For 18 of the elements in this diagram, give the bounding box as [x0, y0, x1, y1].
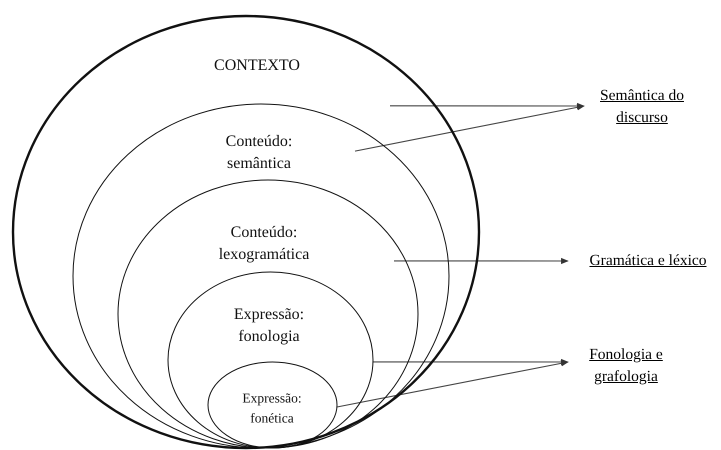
arrow: [373, 358, 569, 366]
category-label: Semântica do discurso: [586, 85, 698, 129]
category-label: Fonologia e grafologia: [576, 344, 676, 388]
arrow: [336, 360, 569, 408]
layer-label: Expressão: fonologia: [232, 305, 306, 347]
layer-label: Conteúdo: semântica: [224, 132, 294, 174]
layer-label: Expressão: fonética: [241, 390, 303, 427]
nested-ellipse: [168, 272, 374, 448]
arrow: [354, 104, 585, 152]
arrow: [390, 102, 585, 110]
category-label: Gramática e léxico: [576, 250, 720, 272]
outer-ellipse: [12, 14, 480, 450]
nested-ellipse: [208, 362, 338, 448]
layer-label: Conteúdo: lexogramática: [218, 223, 310, 265]
layer-label: CONTEXTO: [213, 56, 301, 76]
nested-ellipse: [72, 104, 450, 448]
arrow: [394, 258, 569, 264]
nested-ellipse: [118, 180, 418, 448]
